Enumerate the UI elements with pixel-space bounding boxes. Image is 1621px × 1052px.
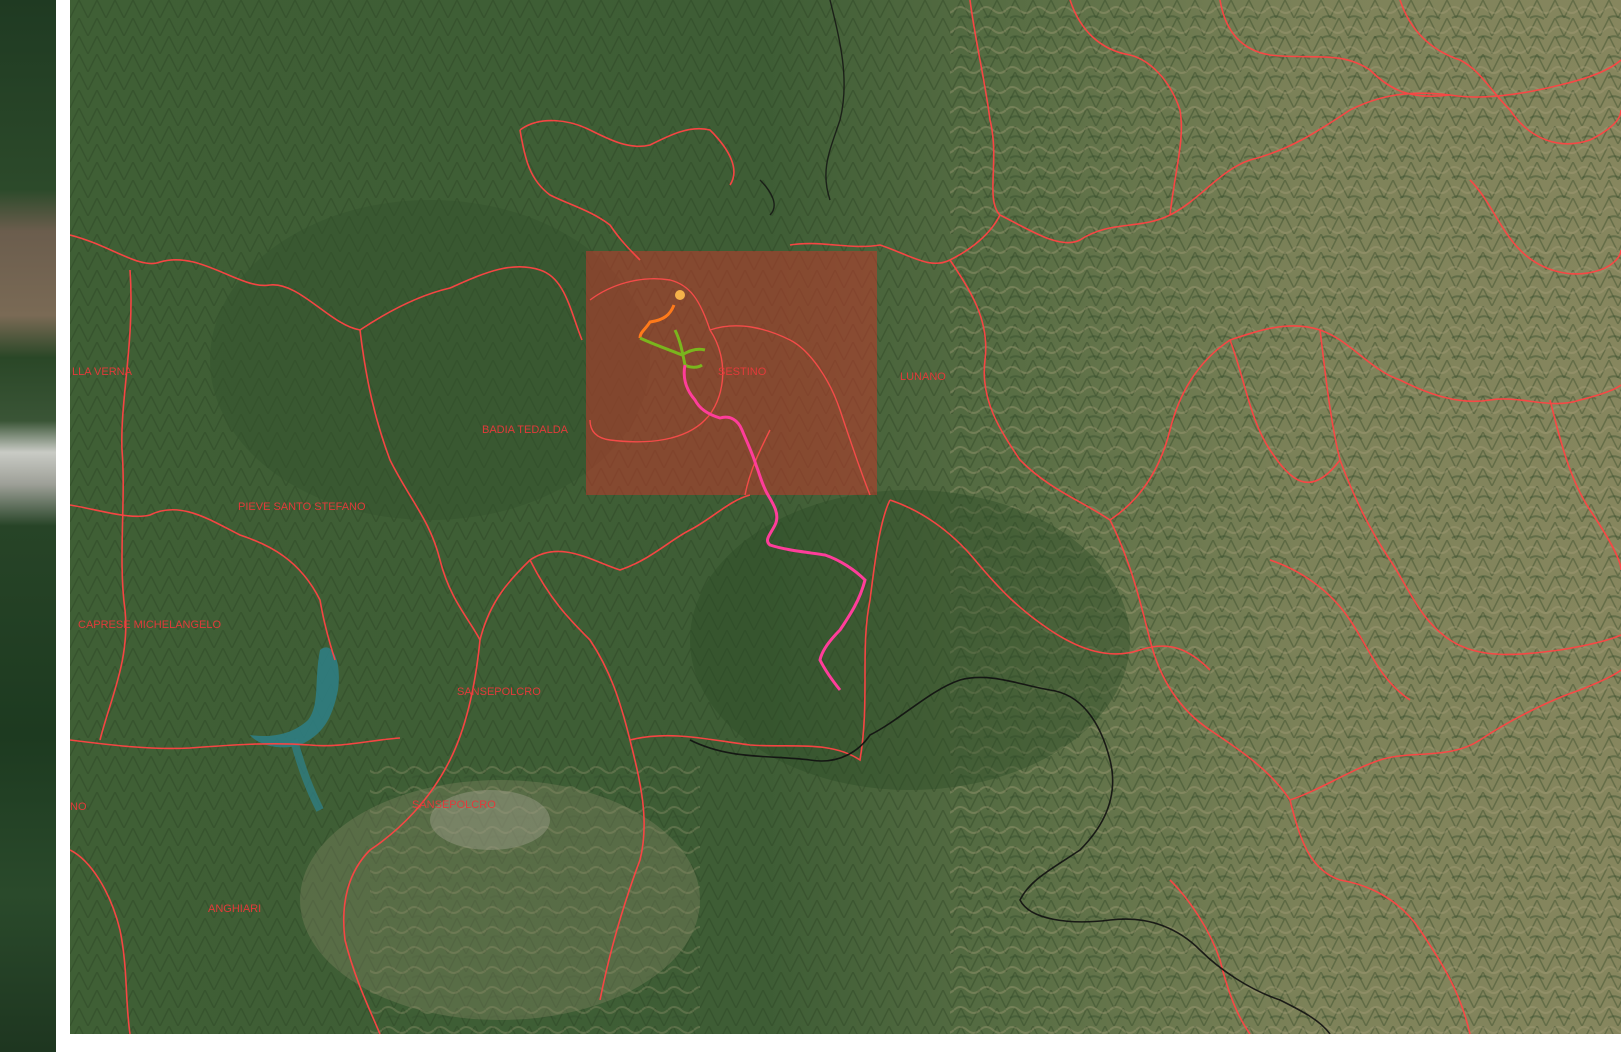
regional-border <box>689 676 1331 1034</box>
farm-fields <box>950 0 1621 1034</box>
town-patch <box>430 790 550 850</box>
valley-plain <box>300 780 700 1020</box>
poi-marker[interactable] <box>675 290 685 300</box>
adjacent-image-strip <box>0 0 56 1052</box>
municipal-boundaries <box>70 0 1621 1034</box>
forest-patch-east <box>690 490 1130 790</box>
place-label-sansepolcro-town: SANSEPOLCRO <box>412 799 496 811</box>
place-label-right: LUNANO <box>900 371 946 383</box>
place-label-la-verna: LLA VERNA <box>72 366 133 378</box>
lake <box>250 647 339 748</box>
farm-fields-south <box>370 760 700 1034</box>
place-label-left-edge: NO <box>70 801 87 813</box>
place-label-caprese-michelangelo: CAPRESE MICHELANGELO <box>78 619 221 631</box>
forest-patch <box>210 200 650 520</box>
map-canvas: LLA VERNA BADIA TEDALDA PIEVE SANTO STEF… <box>70 0 1621 1034</box>
place-label-sansepolcro: SANSEPOLCRO <box>457 686 541 698</box>
river <box>290 738 324 812</box>
place-label-pieve-santo-stefano: PIEVE SANTO STEFANO <box>238 501 366 513</box>
place-label-anghiari: ANGHIARI <box>208 903 261 915</box>
place-label-badia-tedalda: BADIA TEDALDA <box>482 424 569 436</box>
pink-trail[interactable] <box>682 364 867 691</box>
regional-border-north <box>759 0 845 216</box>
orange-trail[interactable] <box>638 304 676 339</box>
place-label-area: SESTINO <box>718 366 767 378</box>
highlighted-area[interactable] <box>586 251 877 495</box>
satellite-map[interactable]: LLA VERNA BADIA TEDALDA PIEVE SANTO STEF… <box>70 0 1621 1034</box>
